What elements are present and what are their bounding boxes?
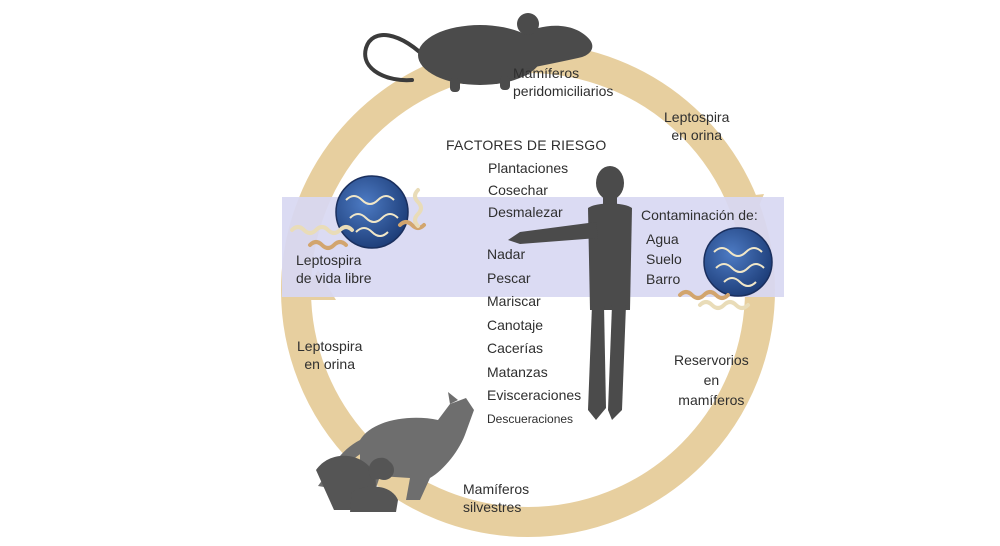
label-urine-left: Leptospira en orina — [297, 338, 363, 372]
person-silhouette-icon — [508, 166, 632, 420]
label-wild-mammals: Mamíferos silvestres — [463, 481, 530, 515]
risk-factors-group-2: Nadar Pescar Mariscar Canotaje Cacerías … — [487, 246, 582, 426]
risk-factors-group-1: Plantaciones Cosechar Desmalezar — [488, 160, 569, 220]
label-contamination-items: Agua Suelo Barro — [646, 231, 682, 287]
squirrel-silhouette-icon — [316, 455, 398, 512]
risk-factors-title: FACTORES DE RIESGO — [446, 137, 607, 153]
label-free-living-leptospira: Leptospira de vida libre — [296, 252, 372, 286]
label-contamination-title: Contaminación de: — [641, 207, 758, 223]
label-peridomestic-mammals: Mamíferos peridomiciliarios — [513, 65, 614, 99]
label-mammal-reservoirs: Reservorios en mamíferos — [674, 352, 749, 408]
leptospira-colony-left — [290, 175, 426, 250]
rat-silhouette-icon — [363, 13, 593, 92]
label-urine-top: Leptospira en orina — [664, 109, 730, 143]
leptospira-colony-right — [678, 227, 773, 310]
